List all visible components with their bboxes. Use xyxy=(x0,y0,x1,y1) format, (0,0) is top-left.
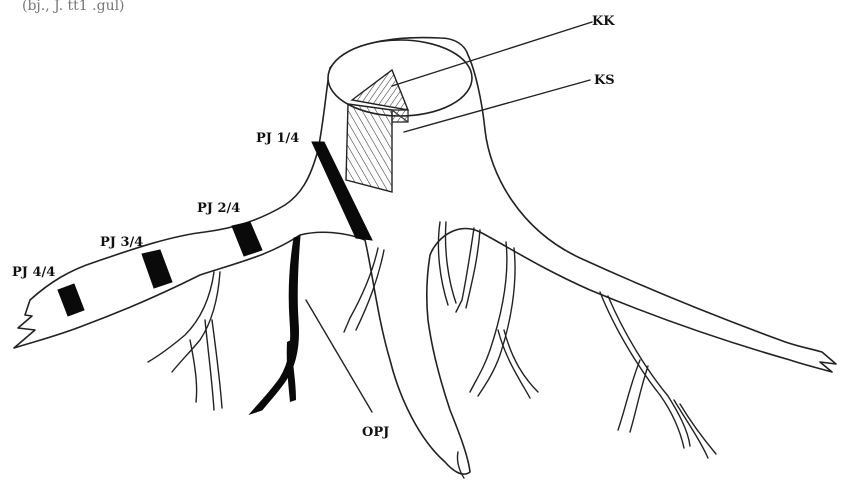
small-root-1c xyxy=(205,320,222,410)
small-root-4 xyxy=(456,228,480,312)
label-pj44: PJ 4/4 xyxy=(12,265,55,280)
label-pj34: PJ 3/4 xyxy=(100,235,143,250)
label-kk: KK xyxy=(592,14,615,29)
small-root-5 xyxy=(470,242,515,396)
label-pj24: PJ 2/4 xyxy=(197,201,240,216)
ks-block-face xyxy=(346,104,392,192)
opj-root xyxy=(250,236,300,414)
small-root-6b xyxy=(618,360,648,432)
label-ks: KS xyxy=(594,73,615,88)
small-root-1d xyxy=(190,340,197,402)
small-root-6c xyxy=(674,400,716,458)
stump-body xyxy=(14,38,836,475)
header-fragment: (bj., J. tt1 .gul) xyxy=(22,0,125,14)
label-opj: OPJ xyxy=(362,425,389,440)
label-pj14: PJ 1/4 xyxy=(256,131,299,146)
